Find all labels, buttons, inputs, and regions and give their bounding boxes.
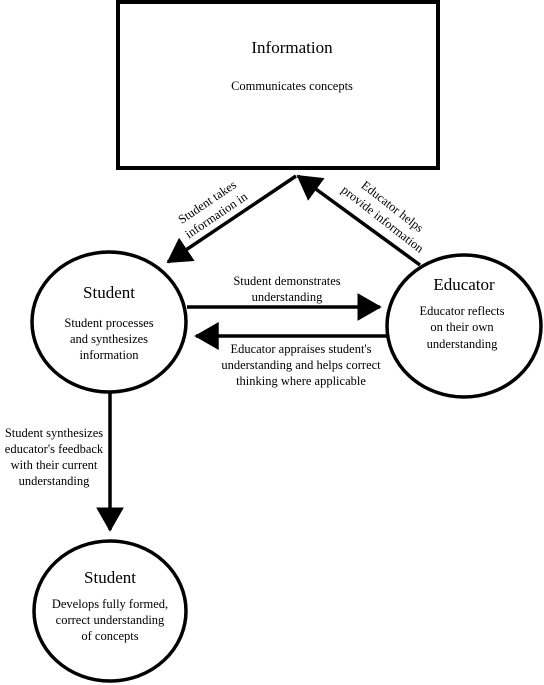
student-node: Student Student processes and synthesize… [30,250,188,394]
student-final-body-line: Develops fully formed, [52,597,168,611]
student-body-line: and synthesizes [70,332,148,346]
information-box [116,0,440,170]
arrow-educator-to-information [296,174,422,267]
student-title: Student [83,283,135,302]
educator-body-line: understanding [427,337,499,351]
label-student-synthesizes-line: educator's feedback [5,442,104,456]
educator-node: Educator Educator reflects on their own … [385,253,543,399]
student-body-line: Student processes [64,316,153,330]
information-body-line: Communicates concepts [231,79,353,93]
student-final-ellipse [32,539,188,683]
label-educator-appraises-line: thinking where applicable [236,374,366,388]
label-student-demonstrates-line: Student demonstrates [233,274,340,288]
student-final-node: Student Develops fully formed, correct u… [32,539,188,683]
student-final-body-line: correct understanding [56,613,165,627]
label-student-synthesizes-line: with their current [11,458,98,472]
label-educator-appraises-line: Educator appraises student's [230,342,371,356]
educator-body-line: on their own [430,320,494,334]
student-final-title: Student [84,568,136,587]
label-student-demonstrates-line: understanding [252,290,324,304]
arrow-information-to-student [166,174,297,264]
educator-ellipse [385,253,543,399]
information-node: Information Communicates concepts [116,0,440,170]
student-final-body-line: of concepts [81,629,138,643]
label-student-synthesizes-line: Student synthesizes [5,426,103,440]
student-body-line: information [79,348,139,362]
educator-body-line: Educator reflects [419,304,504,318]
label-educator-appraises-line: understanding and helps correct [221,358,381,372]
information-title: Information [251,38,333,57]
educator-title: Educator [433,275,495,294]
label-student-synthesizes-line: understanding [19,474,91,488]
